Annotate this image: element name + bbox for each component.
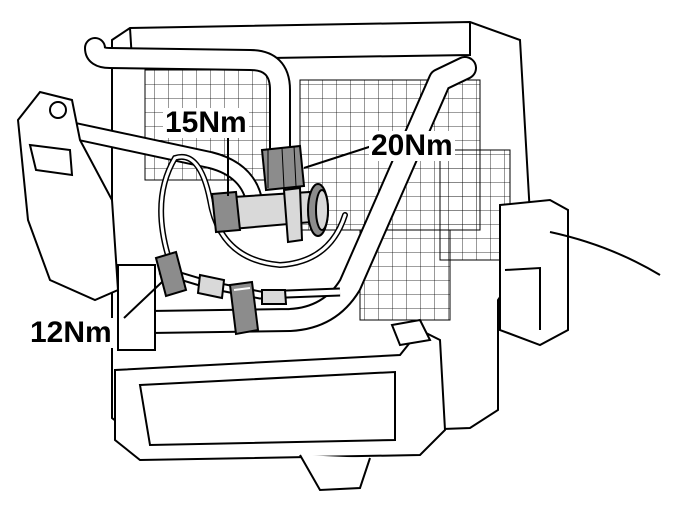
mounting-bracket — [16, 90, 156, 351]
leader-lines — [123, 128, 373, 319]
hose-clamp — [228, 280, 260, 336]
heater-hose-upper — [84, 37, 291, 171]
torque-label-12nm: 12Nm — [28, 316, 114, 349]
capillary-line — [158, 153, 348, 269]
torque-label-20nm: 20Nm — [369, 129, 455, 162]
t-piece-fitting — [210, 183, 329, 244]
union-nut-15nm — [260, 144, 306, 192]
lower-tray — [114, 318, 447, 492]
torque-label-15nm: 15Nm — [163, 106, 249, 139]
right-bracket — [499, 198, 569, 347]
coolant-pipe-right — [138, 56, 477, 334]
sensor-wire — [549, 231, 661, 276]
connector-12nm — [154, 250, 288, 305]
